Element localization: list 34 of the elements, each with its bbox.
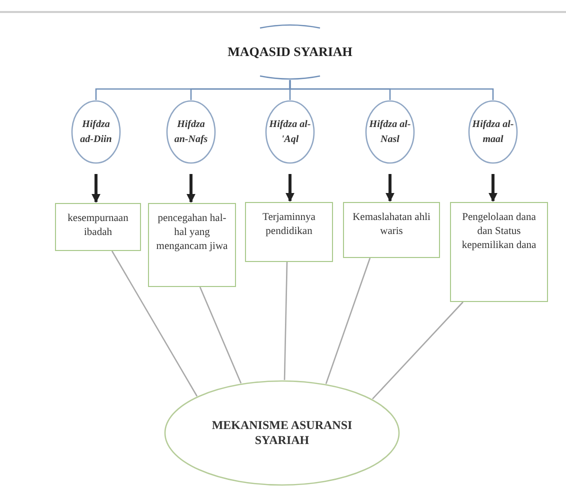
node-text: Hifdza an-Nafs [173, 118, 209, 147]
node-text: Hifdza al-Nasl [369, 118, 411, 147]
node-text: Hifdza ad-Diin [79, 118, 113, 147]
node-text: Kemaslahatan ahli waris [352, 211, 432, 240]
oval-node [365, 100, 415, 164]
connector-line [199, 286, 242, 384]
node-text: MEKANISME ASURANSI SYARIAH [210, 418, 354, 448]
node-text: Hifdza al-'Aql [269, 118, 311, 147]
arrow [386, 174, 394, 202]
node-text: Terjaminnya pendidikan [262, 211, 316, 240]
process-box [450, 202, 548, 302]
arrow [286, 174, 294, 202]
process-box [245, 202, 333, 262]
connector-line [325, 258, 371, 384]
node-text: Hifdza al-maal [472, 118, 514, 147]
arrow [186, 174, 196, 203]
connector-line [372, 302, 464, 400]
node-text: MAQASID SYARIAH [228, 43, 352, 62]
process-box [343, 202, 440, 258]
connector-line [284, 262, 288, 380]
node-text: Pengelolaan dana dan Status kepemilikan dana [460, 211, 538, 254]
process-box [148, 203, 236, 287]
process-box [55, 203, 141, 251]
connector-line [111, 250, 198, 397]
oval-node [265, 100, 315, 164]
arrow [488, 174, 498, 202]
oval-node [468, 100, 518, 164]
oval-node [71, 100, 121, 164]
node-text: kesempurnaan ibadah [66, 212, 130, 240]
node-text: pencegahan hal-hal yang mengancam jiwa [155, 212, 229, 254]
oval-node [166, 100, 216, 164]
ellipse-node [164, 380, 400, 486]
arrow [92, 174, 100, 203]
connector-line [289, 80, 494, 100]
